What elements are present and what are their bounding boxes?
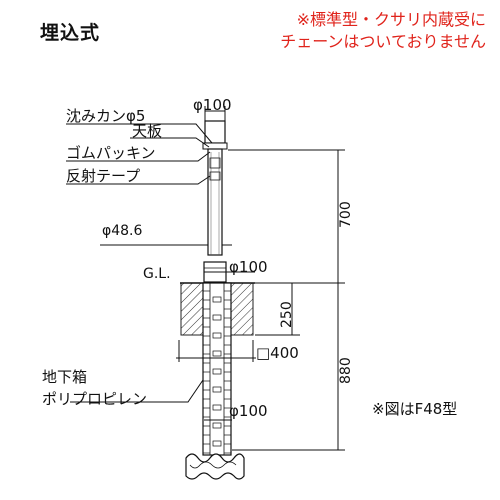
- polypropylene-label: ポリプロピレン: [42, 390, 147, 408]
- chain-ring-label: 沈みカンφ5: [66, 107, 145, 125]
- box-depth-label: 250: [279, 301, 295, 328]
- depth-below-label: 880: [338, 357, 354, 384]
- underground-box-label: 地下箱: [42, 368, 87, 386]
- box-square-label: □400: [256, 344, 299, 362]
- height-above-label: 700: [338, 201, 354, 228]
- dim-depth-below: [232, 283, 345, 451]
- box-diameter-label: φ100: [229, 402, 268, 420]
- figure-note: ※図はF48型: [372, 400, 457, 418]
- pipe-diameter-label: φ48.6: [102, 223, 143, 239]
- reflective-tape-label: 反射テープ: [66, 167, 140, 185]
- dim-box-square: [176, 340, 256, 362]
- dim-top-diameter: [204, 106, 226, 121]
- bollard-post: [202, 120, 228, 256]
- underground-box: [202, 282, 232, 456]
- note-line-1: ※標準型・クサリ内蔵受に: [296, 10, 486, 29]
- rubber-packing-label: ゴムパッキン: [66, 144, 156, 162]
- base-footing: [185, 453, 245, 480]
- dim-box-depth: [255, 283, 300, 336]
- top-plate-label: 天板: [132, 122, 162, 140]
- ground-line-label: G.L.: [143, 266, 171, 282]
- top-diameter-label: φ100: [193, 96, 232, 114]
- leader-lines: [66, 123, 213, 403]
- dim-height-above: [228, 149, 345, 283]
- gl-diameter-label: φ100: [229, 258, 268, 276]
- page-title: 埋込式: [40, 22, 101, 44]
- note-line-2: チェーンはついておりません: [280, 32, 486, 51]
